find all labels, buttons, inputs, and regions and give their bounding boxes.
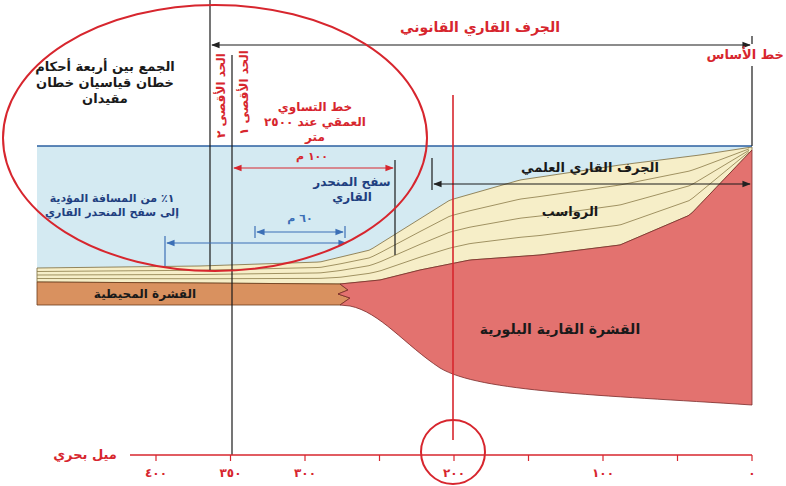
hundred-meter-line <box>234 167 393 168</box>
distance-label: ١٠٠ م <box>296 150 328 164</box>
axis-title: ميل بحري <box>53 447 117 463</box>
outer-limit-line <box>209 0 210 270</box>
axis-tick <box>677 455 678 461</box>
highlight-circle <box>421 420 485 484</box>
legal-shelf-bracket <box>212 44 750 45</box>
layer-name: القشرة المحيطية <box>94 287 196 302</box>
baseline-line <box>751 66 752 146</box>
axis-tick <box>230 455 231 461</box>
layer-name: القشرة القارية البلورية <box>480 321 640 339</box>
sixty-mile-tick <box>344 226 345 238</box>
scientific-shelf-tick <box>431 158 432 190</box>
scientific-shelf-bracket <box>434 183 750 184</box>
isobath-label: خط التساوي العمقي عند ٢٥٠٠ متر <box>255 100 375 145</box>
highlight-ellipse <box>3 5 427 271</box>
sixty-mile-line <box>257 231 343 232</box>
one-percent-label: ١٪ من المسافة المؤدية إلى سفح المنحدر ال… <box>42 192 182 220</box>
axis-tick <box>379 455 380 461</box>
two-hundred-mile-line <box>452 95 454 440</box>
axis-number: ٣٠٠ <box>294 466 316 481</box>
legal-shelf-title: الجرف القاري القانوني <box>400 19 560 37</box>
rules-note: الجمع بين أربعة أحكام خطان قياسيان خطان … <box>30 59 180 108</box>
continental-crust <box>338 150 752 405</box>
outer-limit-line <box>231 55 232 455</box>
axis-line <box>130 454 752 456</box>
axis-number: ٣٥٠ <box>220 466 242 481</box>
outer-limit-label: الحد الأقصى ١ <box>236 50 251 135</box>
axis-number: ٠ <box>748 466 755 481</box>
axis-tick <box>528 455 529 461</box>
foot-of-slope-label: سفح المنحدر القاري <box>312 175 392 205</box>
one-percent-marker <box>164 236 165 266</box>
axis-tick <box>453 455 454 461</box>
baseline-label: خط الأساس <box>706 47 784 63</box>
axis-tick <box>155 455 156 461</box>
scientific-shelf-title: الجرف القاري العلمي <box>521 160 659 176</box>
axis-tick <box>602 455 603 461</box>
axis-tick <box>751 455 752 461</box>
sea-surface <box>37 145 752 147</box>
one-percent-line <box>167 242 346 243</box>
axis-number: ٢٠٠ <box>443 466 465 481</box>
axis-number: ١٠٠ <box>592 466 614 481</box>
layer-name: الرواسب <box>542 204 599 220</box>
axis-number: ٤٠٠ <box>145 466 167 481</box>
distance-label: ٦٠ م <box>287 212 312 226</box>
oceanic-crust <box>37 282 350 305</box>
axis-tick <box>304 455 305 461</box>
bracket-tick <box>751 36 752 44</box>
sixty-mile-tick <box>254 226 255 238</box>
outer-limit-label: الحد الأقصى ٢ <box>213 53 228 138</box>
